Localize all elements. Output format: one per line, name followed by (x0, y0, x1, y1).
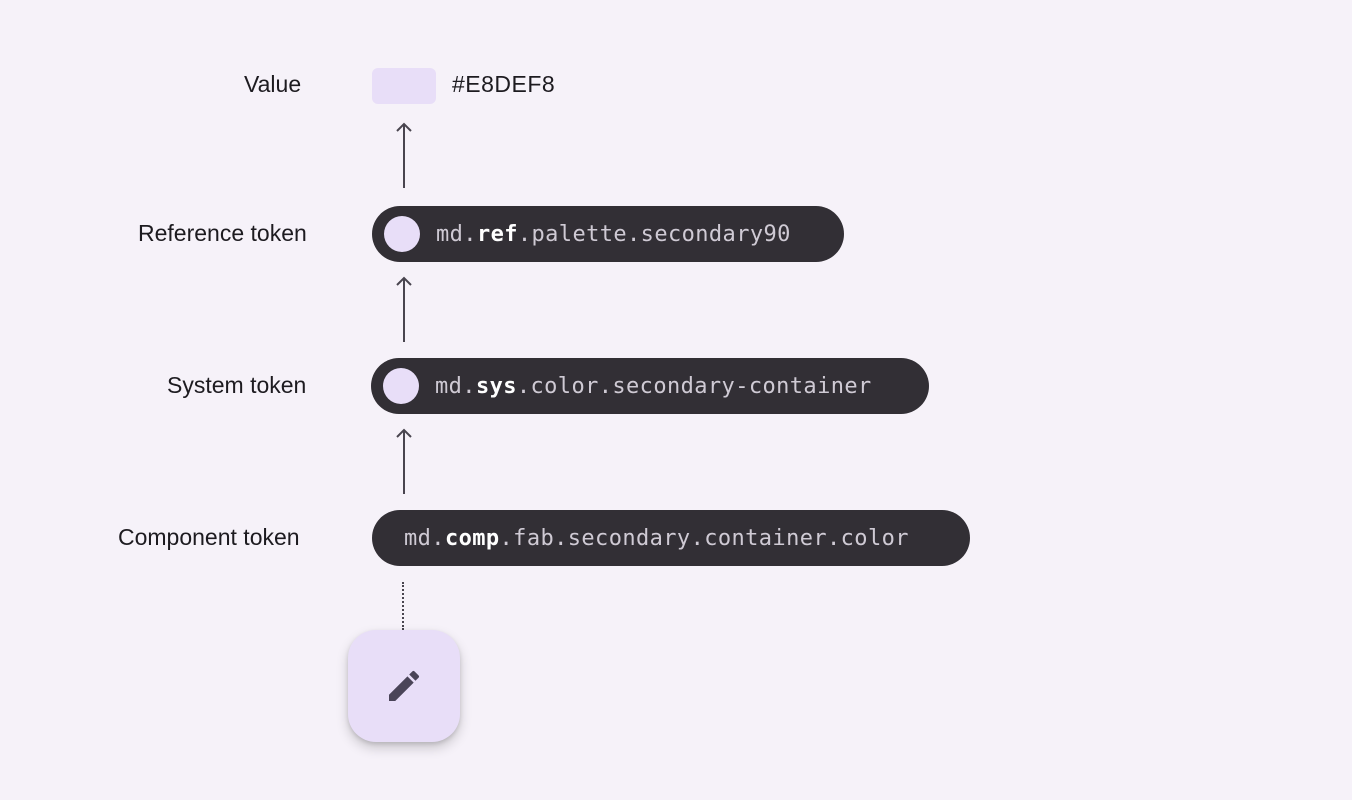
value-label: Value (244, 71, 302, 97)
arrow-up-icon (396, 276, 412, 342)
arrow-up-icon (396, 122, 412, 188)
color-dot (383, 368, 419, 404)
reference-token-name: md.ref.palette.secondary90 (436, 221, 791, 247)
reference-token-pill: md.ref.palette.secondary90 (372, 206, 844, 262)
pencil-icon (389, 670, 420, 701)
system-token-pill: md.sys.color.secondary-container (371, 358, 929, 414)
fab-button[interactable] (348, 630, 460, 742)
system-token-name: md.sys.color.secondary-container (435, 373, 872, 399)
color-swatch (372, 68, 436, 104)
arrow-up-icon (396, 428, 412, 494)
system-token-label: System token (167, 372, 307, 398)
component-token-pill: md.comp.fab.secondary.container.color (372, 510, 970, 566)
reference-token-label: Reference token (138, 220, 307, 246)
component-token-label: Component token (118, 524, 300, 550)
component-token-name: md.comp.fab.secondary.container.color (404, 525, 909, 551)
dotted-connector (402, 582, 404, 630)
color-dot (384, 216, 420, 252)
hex-value: #E8DEF8 (452, 71, 556, 97)
